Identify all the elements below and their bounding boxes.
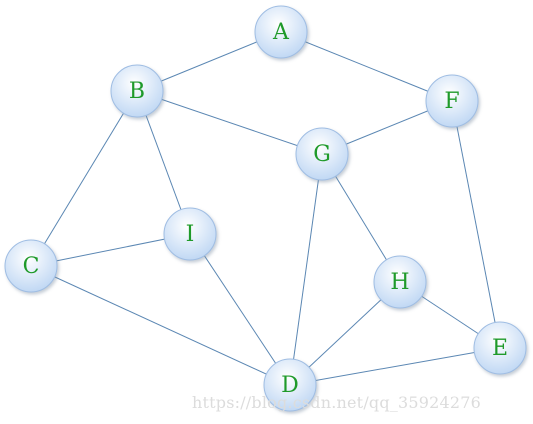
edge-i-d [189, 233, 291, 386]
edge-i-c [30, 233, 191, 267]
edge-d-e [289, 347, 501, 386]
edges-layer [30, 31, 501, 386]
node-b: B [110, 64, 164, 118]
node-i: I [163, 207, 217, 261]
node-circle-h [373, 255, 427, 309]
edge-g-d [289, 153, 323, 386]
node-label-i: I [186, 222, 195, 247]
nodes-layer: A B F G I C H E D [4, 5, 527, 412]
node-circle-d [263, 358, 317, 412]
node-label-h: H [390, 270, 409, 295]
edge-a-f [280, 31, 453, 102]
node-c: C [4, 239, 58, 293]
node-label-a: A [272, 20, 290, 45]
node-g: G [295, 127, 349, 181]
node-label-g: G [313, 142, 331, 167]
node-circle-b [110, 64, 164, 118]
node-f: F [425, 74, 479, 128]
node-label-c: C [23, 254, 40, 279]
edge-b-g [136, 90, 323, 155]
edge-b-c [30, 90, 138, 267]
node-circle-i [163, 207, 217, 261]
node-circle-e [473, 321, 527, 375]
node-circle-g [295, 127, 349, 181]
node-a: A [254, 5, 308, 59]
node-label-e: E [492, 336, 508, 361]
edge-c-d [30, 265, 291, 386]
node-d: D [263, 358, 317, 412]
watermark-text: https://blog.csdn.net/qq_35924276 [192, 393, 482, 412]
node-e: E [473, 321, 527, 375]
node-label-b: B [129, 79, 145, 104]
node-label-f: F [444, 89, 459, 114]
node-circle-f [425, 74, 479, 128]
node-h: H [373, 255, 427, 309]
edge-f-e [451, 100, 501, 349]
node-circle-c [4, 239, 58, 293]
node-circle-a [254, 5, 308, 59]
node-label-d: D [281, 373, 299, 398]
